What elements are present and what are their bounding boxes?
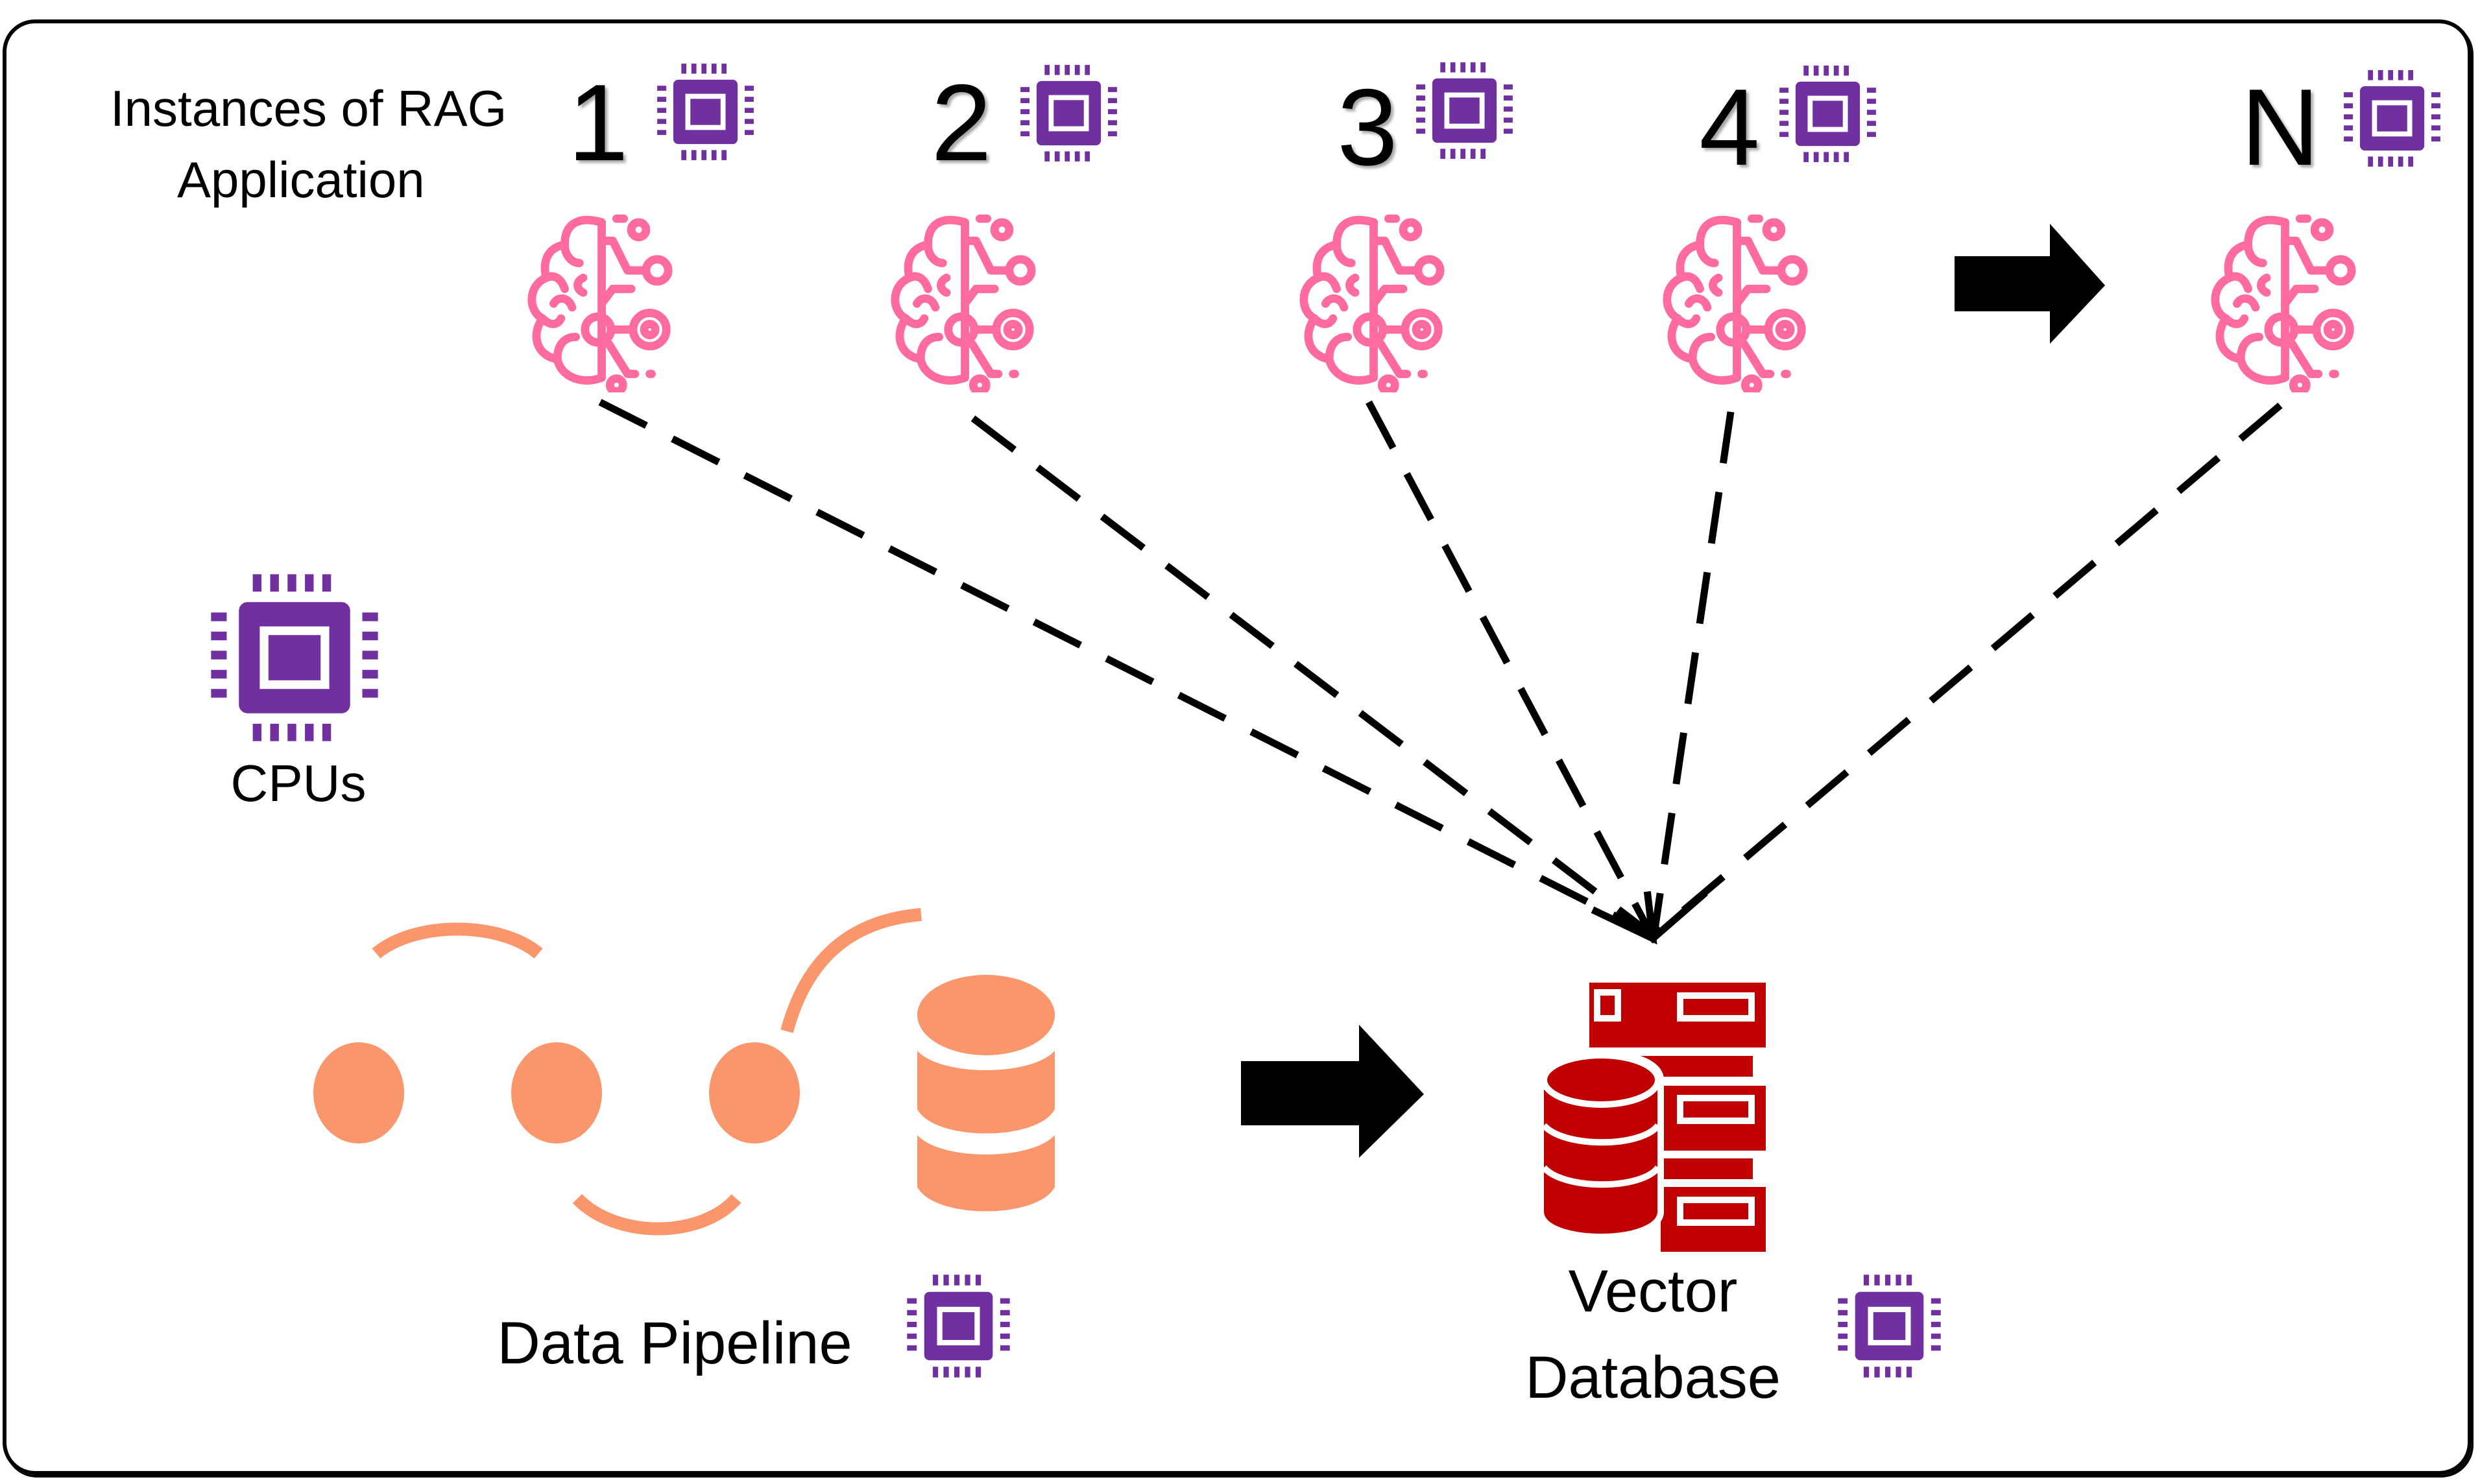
instance-label-1: 1 (568, 62, 629, 184)
instance-1-cpu-icon (657, 64, 754, 160)
data-pipeline-icon (313, 908, 1055, 1236)
vector-database-icon (1537, 983, 1766, 1252)
connector-instance-n (1653, 402, 2283, 937)
instance-label-3: 3 (1337, 66, 1398, 188)
connector-instance-3 (1366, 400, 1654, 936)
pipeline-to-db-arrow-icon (1241, 1025, 1424, 1158)
instance-n-cpu-icon (2344, 70, 2440, 167)
vector-db-label-line1: Vector (1568, 1258, 1738, 1324)
instance-2-cpu-icon (1020, 65, 1117, 162)
connector-instance-2 (970, 415, 1654, 937)
instances-title-line2: Application (177, 151, 425, 208)
connector-instance-4 (1650, 411, 1735, 935)
continuation-arrow-icon (1955, 224, 2105, 344)
cpus-legend-icon (211, 574, 378, 741)
data-pipeline-cpu-icon (907, 1275, 1010, 1378)
instance-4-brain-icon (1667, 219, 1803, 391)
instance-1-brain-icon (532, 219, 668, 391)
connector-instance-1 (598, 399, 1653, 937)
instance-2-brain-icon (895, 219, 1031, 391)
instance-label-2: 2 (931, 62, 992, 184)
vector-db-label-line2: Database (1525, 1345, 1781, 1411)
instance-4-cpu-icon (1779, 66, 1876, 162)
instance-n-brain-icon (2215, 219, 2352, 391)
instance-label-4: 4 (1699, 66, 1760, 188)
instances-title-line1: Instances of RAG (110, 80, 507, 137)
data-pipeline-label: Data Pipeline (497, 1310, 852, 1376)
instance-3-brain-icon (1304, 219, 1440, 391)
instance-3-cpu-icon (1416, 62, 1513, 159)
diagram-frame (3, 19, 2472, 1475)
cpus-legend-label: CPUs (230, 754, 367, 812)
instance-label-n: N (2241, 66, 2320, 188)
vector-db-cpu-icon (1838, 1275, 1941, 1378)
